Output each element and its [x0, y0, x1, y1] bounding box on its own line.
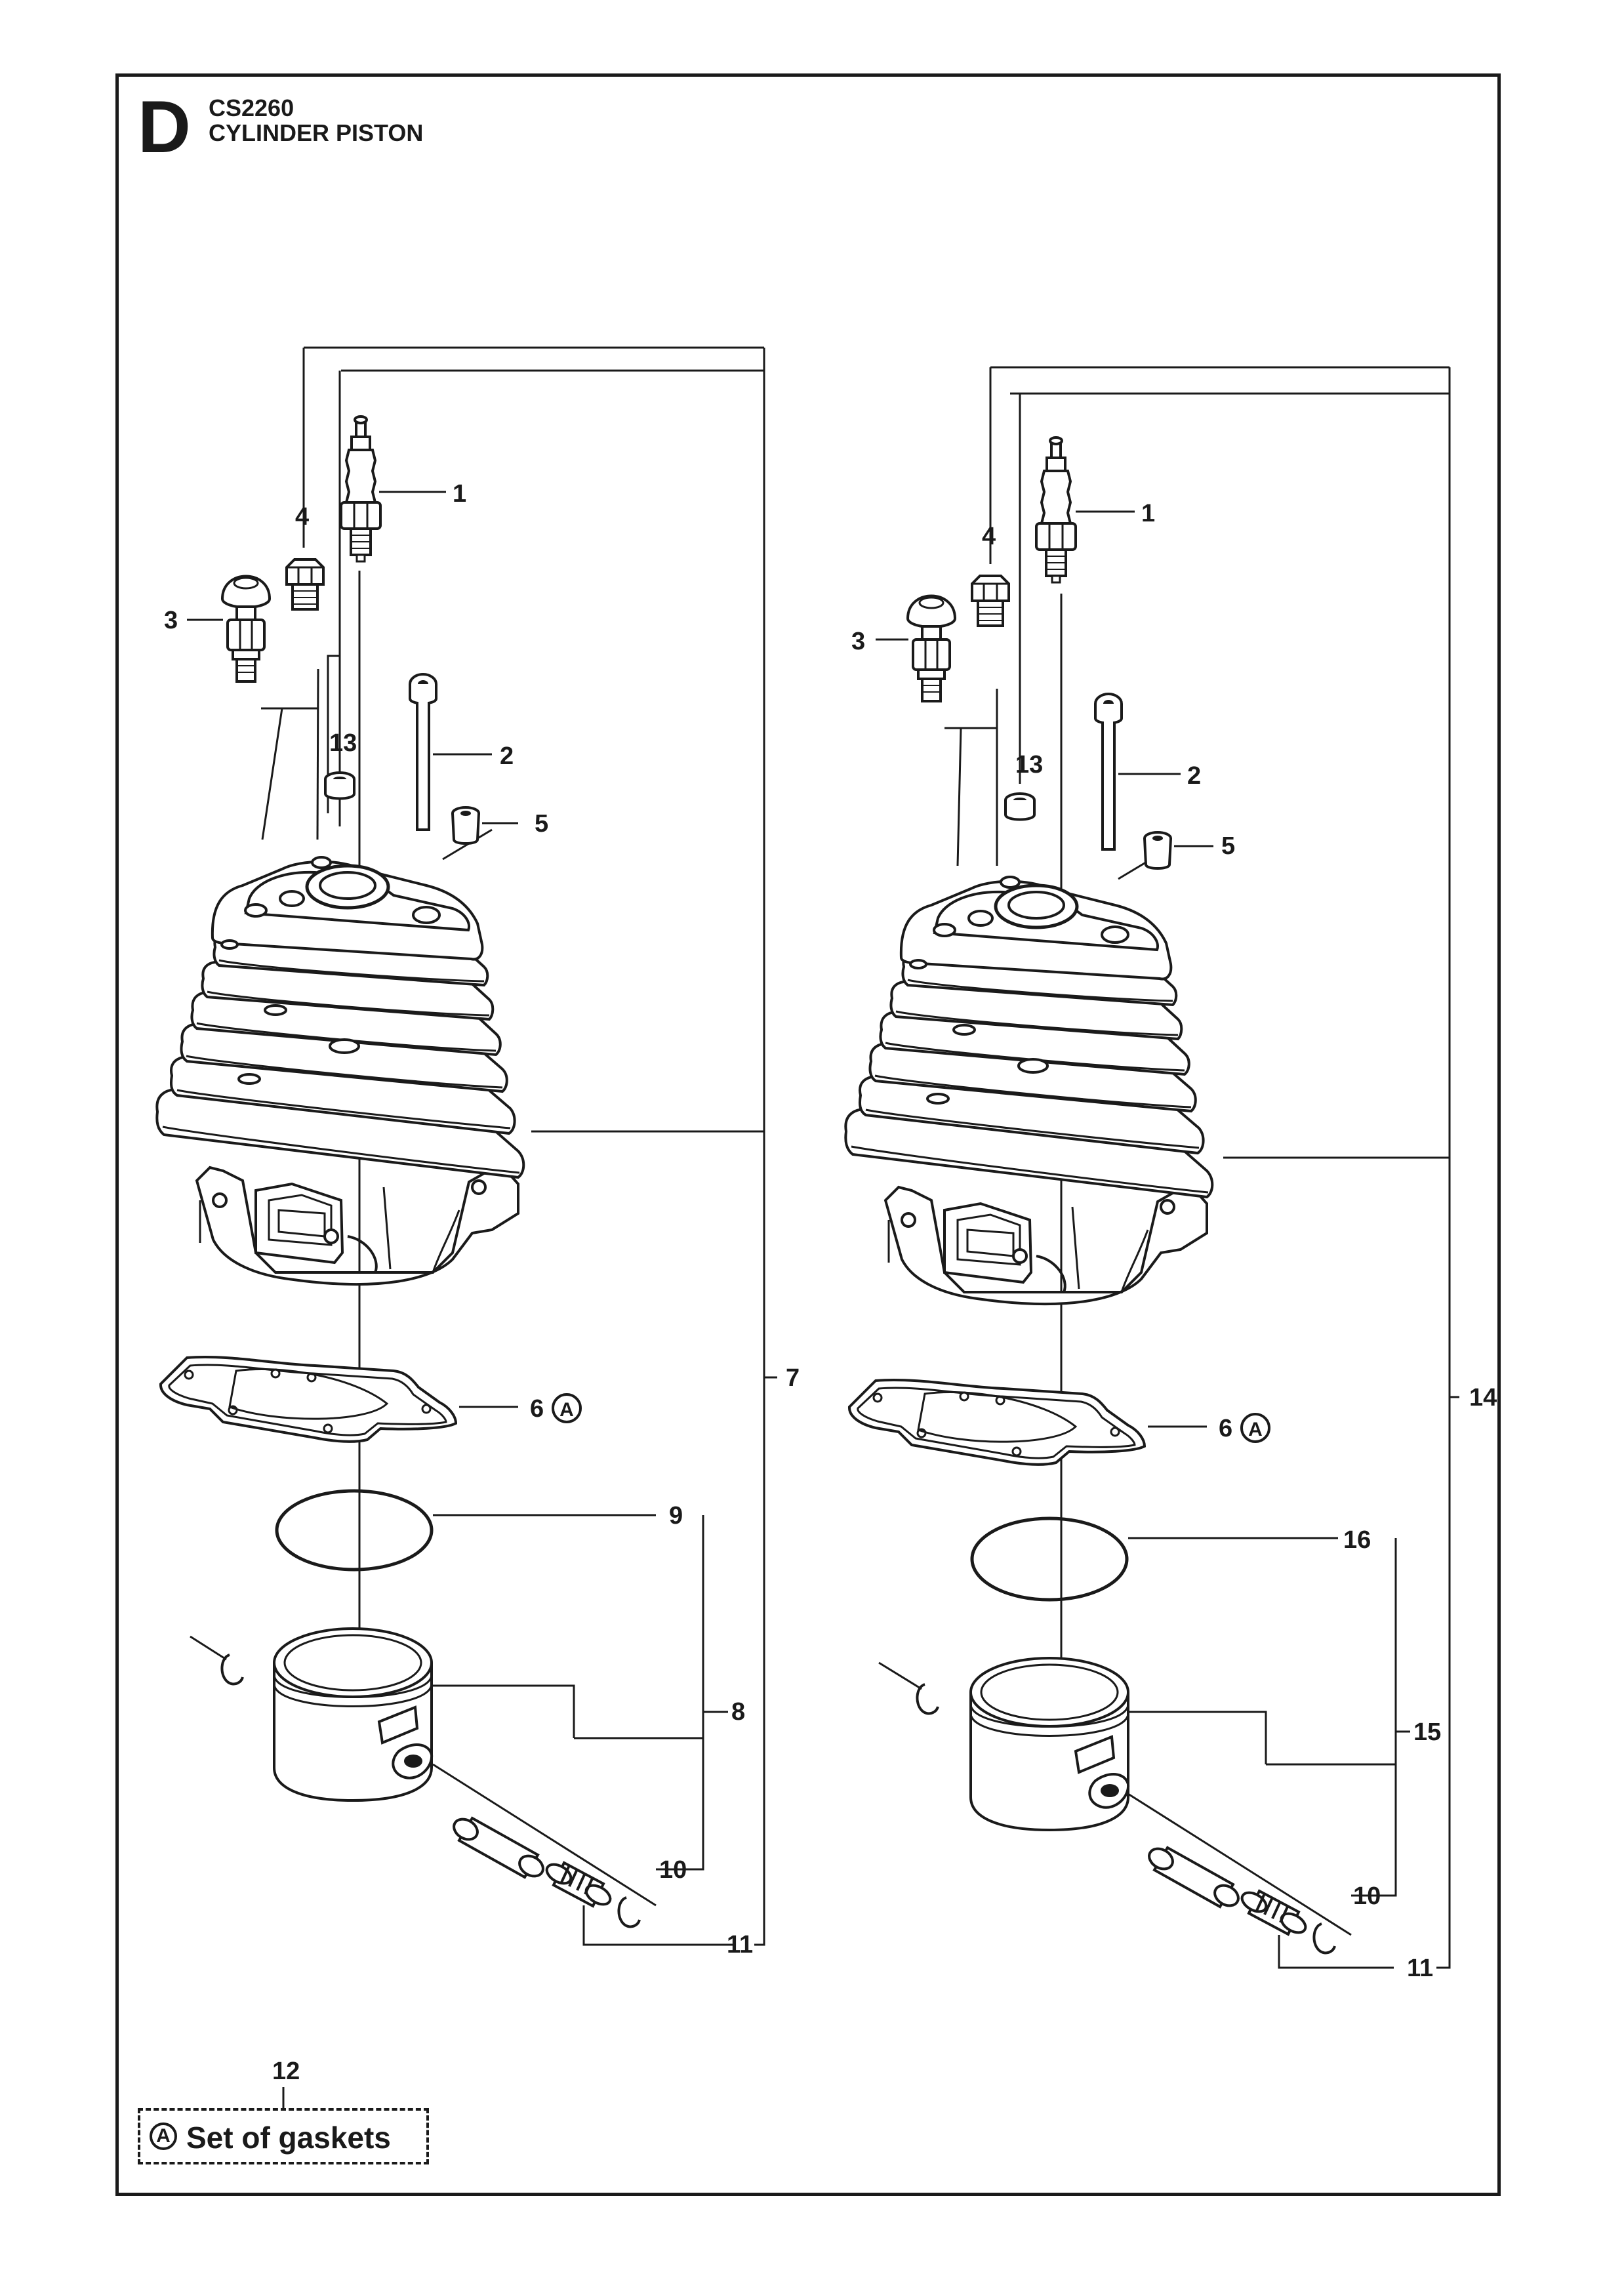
plug-left: [285, 558, 325, 611]
grommet-right: [1004, 792, 1036, 821]
piston-ring-right: [970, 1516, 1129, 1602]
callout-6-left: 6: [530, 1395, 544, 1423]
page-frame: [115, 73, 1501, 2196]
sleeve-left: [451, 806, 480, 845]
cylinder-right: [845, 877, 1212, 1304]
piston-ring-left: [275, 1489, 434, 1572]
cylinder-left: [157, 857, 523, 1284]
model-number: CS2260: [209, 94, 294, 121]
spark-plug-left: [340, 415, 382, 563]
callout-10-left: 10: [659, 1856, 687, 1884]
callout-1-right: 1: [1141, 500, 1155, 527]
cylinder-gasket-right: [847, 1378, 1146, 1466]
callout-2-right: 2: [1187, 762, 1201, 790]
callout-16: 16: [1343, 1526, 1371, 1554]
callout-3-left: 3: [164, 607, 178, 634]
callout-6-right: 6: [1219, 1415, 1232, 1442]
decompression-valve-right: [906, 594, 956, 702]
section-letter: D: [138, 86, 191, 168]
piston-pin-right: [1144, 1843, 1244, 1911]
callout-14: 14: [1469, 1384, 1497, 1412]
callout-10-right: 10: [1353, 1882, 1381, 1910]
callout-9: 9: [669, 1502, 683, 1530]
sleeve-right: [1143, 831, 1172, 870]
callout-5-right: 5: [1221, 832, 1235, 860]
callout-3-right: 3: [851, 628, 865, 655]
callout-13-right: 13: [1015, 751, 1043, 779]
piston-right: [969, 1657, 1130, 1831]
callout-11-right: 11: [1407, 1955, 1433, 1982]
cylinder-bolt-right: [1094, 693, 1123, 851]
callout-2-left: 2: [500, 742, 514, 770]
marker-a-right: A: [1240, 1413, 1270, 1443]
right-assembly: [845, 436, 1352, 1955]
left-assembly: [157, 415, 657, 1928]
piston-pin-left: [449, 1814, 548, 1882]
left-leader-lines: [187, 346, 777, 1946]
circlip-left-b: [617, 1896, 641, 1928]
piston-left: [273, 1627, 434, 1802]
circlip-right-b: [1312, 1922, 1336, 1955]
needle-bearing-right: [1237, 1887, 1310, 1938]
cylinder-bolt-left: [409, 673, 437, 831]
grommet-left: [324, 771, 355, 800]
legend-text: Set of gaskets: [186, 2121, 391, 2155]
marker-a-left-letter: A: [559, 1399, 574, 1421]
callout-4-right: 4: [982, 523, 996, 550]
gasket-set-legend: A Set of gaskets: [138, 2108, 429, 2164]
callout-13-left: 13: [329, 729, 357, 757]
cylinder-gasket-left: [159, 1355, 457, 1443]
callout-4-left: 4: [295, 503, 309, 531]
right-leader-lines: [338, 366, 1459, 1969]
callout-15: 15: [1413, 1718, 1441, 1746]
callout-8: 8: [731, 1698, 745, 1726]
right-callout-labels: 1 2 3 4 5 6 14 15 16 10 11 13: [851, 500, 1497, 1982]
marker-a-right-letter: A: [1248, 1419, 1263, 1440]
callout-7: 7: [786, 1364, 800, 1392]
left-callout-labels: 1 2 3 4 5 6 7 8 9 10 11 13: [164, 480, 800, 1959]
marker-a-left: A: [552, 1393, 582, 1423]
callout-1-left: 1: [453, 480, 466, 508]
spark-plug-right: [1035, 436, 1077, 584]
callout-11-left: 11: [727, 1931, 753, 1959]
needle-bearing-left: [542, 1859, 615, 1910]
decompression-valve-left: [221, 575, 271, 683]
diagram-title: CYLINDER PISTON: [209, 119, 424, 146]
callout-12: 12: [272, 2058, 300, 2085]
legend-marker-a: A: [150, 2122, 177, 2150]
callout-5-left: 5: [535, 810, 548, 838]
plug-right: [971, 575, 1010, 627]
